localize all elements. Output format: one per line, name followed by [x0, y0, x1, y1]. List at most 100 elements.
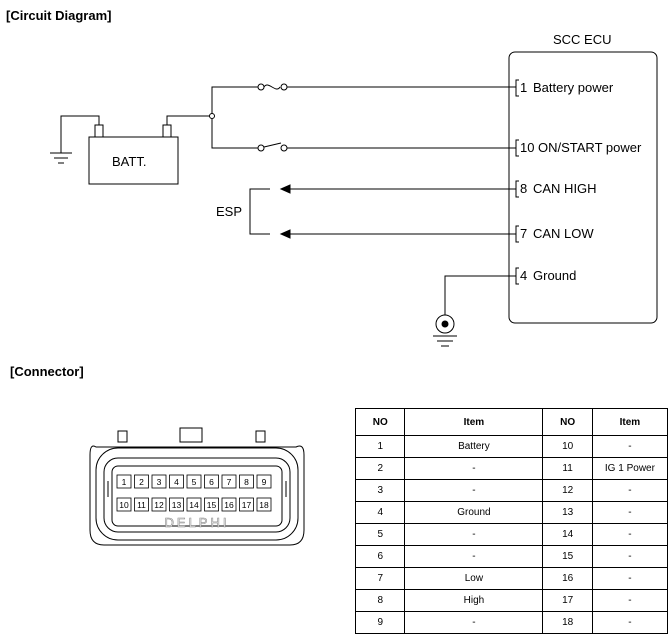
- connector-pin-number: 17: [242, 500, 252, 510]
- connector-pin-cell: [256, 497, 272, 512]
- connector-pin-cell: [169, 474, 184, 489]
- connector-pin-cell: [204, 474, 219, 489]
- connector-pin-number: 14: [189, 500, 199, 510]
- ecu-box: [508, 51, 658, 324]
- table-cell: High: [404, 589, 544, 612]
- table-cell: 14: [542, 523, 593, 546]
- table-cell: 2: [354, 457, 406, 480]
- column-header-item: Item: [404, 408, 544, 436]
- table-row: 9-18-: [354, 611, 668, 634]
- can-low-wire: [279, 229, 516, 239]
- connector-pin-cell: [239, 497, 254, 512]
- connector-pin-number: 15: [207, 500, 217, 510]
- table-cell: -: [404, 523, 544, 546]
- table-cell: 15: [542, 545, 593, 568]
- connector-pin-cell: [151, 497, 167, 512]
- table-cell: -: [591, 611, 668, 634]
- connector-pin-number: 8: [244, 477, 249, 487]
- table-cell: -: [591, 523, 668, 546]
- table-cell: -: [591, 501, 668, 524]
- table-cell: -: [404, 611, 544, 634]
- table-cell: 7: [354, 567, 406, 590]
- pin-number: 1: [520, 80, 527, 95]
- table-cell: 1: [354, 435, 406, 458]
- connector-pin-cell: [151, 474, 167, 489]
- esp-label: ESP: [216, 204, 242, 219]
- table-cell: -: [591, 479, 668, 502]
- ecu-pin-1: 1 Battery power: [515, 79, 614, 97]
- pin-label: CAN HIGH: [533, 181, 597, 196]
- table-row: 6-15-: [354, 545, 668, 568]
- connector-pin-number: 16: [224, 500, 234, 510]
- table-row: 5-14-: [354, 523, 668, 546]
- connector-pin-cell: [134, 474, 149, 489]
- fuse-icon: [257, 83, 516, 91]
- connector-pin-cell: [116, 474, 132, 489]
- connector-pin-cell: [186, 474, 202, 489]
- ecu-ground-icon: [433, 275, 516, 347]
- table-cell: 17: [542, 589, 593, 612]
- table-cell: Ground: [404, 501, 544, 524]
- connector-pin-cell: [204, 497, 219, 512]
- connector-pin-cell: [256, 474, 272, 489]
- table-cell: -: [404, 545, 544, 568]
- circuit-diagram-heading: [Circuit Diagram]: [6, 8, 112, 23]
- table-cell: 16: [542, 567, 593, 590]
- table-cell: 4: [354, 501, 406, 524]
- table-cell: -: [404, 479, 544, 502]
- table-cell: 5: [354, 523, 406, 546]
- connector-illustration: [89, 427, 305, 546]
- pin-label: CAN LOW: [533, 226, 594, 241]
- connector-pin-cell: [221, 497, 237, 512]
- column-header-no: NO: [542, 408, 593, 436]
- table-cell: Battery: [404, 435, 544, 458]
- connector-pin-number: 11: [137, 500, 146, 510]
- table-cell: 8: [354, 589, 406, 612]
- table-cell: IG 1 Power: [591, 457, 668, 480]
- connector-pin-number: 13: [172, 500, 182, 510]
- connector-pin-cell: [239, 474, 254, 489]
- connector-pin-number: 6: [209, 477, 214, 487]
- connector-pin-number: 1: [122, 477, 127, 487]
- connector-pin-number: 4: [174, 477, 179, 487]
- ecu-title: SCC ECU: [553, 32, 612, 47]
- table-cell: -: [591, 589, 668, 612]
- table-cell: 13: [542, 501, 593, 524]
- pin-number: 8: [520, 181, 527, 196]
- battery: BATT.: [88, 124, 179, 185]
- ecu-pin-7: 7 CAN LOW: [515, 225, 594, 243]
- battery-ground-icon: [50, 115, 100, 164]
- connector-pin-cell: [186, 497, 202, 512]
- pin-number: 10: [520, 140, 534, 155]
- column-header-item: Item: [591, 408, 668, 436]
- pin-number: 4: [520, 268, 527, 283]
- esp-bracket: [249, 188, 270, 235]
- table-cell: -: [591, 545, 668, 568]
- connector-heading: [Connector]: [10, 364, 84, 379]
- pin-number: 7: [520, 226, 527, 241]
- table-cell: 6: [354, 545, 406, 568]
- connector-pin-number: 10: [119, 500, 129, 510]
- table-cell: -: [404, 457, 544, 480]
- table-cell: 11: [542, 457, 593, 480]
- can-high-wire: [279, 184, 516, 194]
- table-cell: -: [591, 435, 668, 458]
- pin-label: Ground: [533, 268, 576, 283]
- battery-label: BATT.: [112, 154, 146, 169]
- pin-label: ON/START power: [538, 140, 642, 155]
- table-cell: 10: [542, 435, 593, 458]
- connector-pin-number: 7: [227, 477, 232, 487]
- column-header-no: NO: [354, 408, 406, 436]
- ecu-pin-10: 10 ON/START power: [515, 139, 642, 157]
- connector-pin-number: 12: [154, 500, 164, 510]
- table-cell: -: [591, 567, 668, 590]
- connector-pin-number: 2: [139, 477, 144, 487]
- connector-pin-number: 5: [192, 477, 197, 487]
- ecu-pin-8: 8 CAN HIGH: [515, 180, 597, 198]
